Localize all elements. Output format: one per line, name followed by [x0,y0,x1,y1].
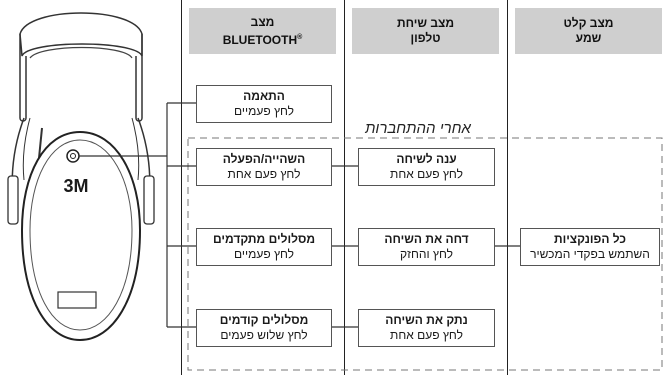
column-divider [344,0,345,375]
box-reject-call: דחה את השיחה לחץ והחזק [358,228,495,266]
column-divider [507,0,508,375]
headphone-illustration [7,12,155,342]
header-bluetooth-mode: מצב BLUETOOTH® [189,8,336,54]
after-connection-label: אחרי ההתחברות [365,120,471,137]
box-next-track: מסלולים מתקדמים לחץ פעמיים [196,228,332,266]
header-audio-input-mode: מצב קלט שמע [515,8,662,54]
box-answer-call: ענה לשיחה לחץ פעם אחת [358,148,495,186]
box-end-call: נתק את השיחה לחץ פעם אחת [358,309,495,347]
box-all-functions: כל הפונקציות השתמש בפקדי המכשיר [520,228,660,266]
brand-logo: 3M [63,176,89,196]
header-phone-call-mode: מצב שיחת טלפון [352,8,499,54]
box-pairing: התאמה לחץ פעמיים [196,85,332,123]
box-previous-track: מסלולים קודמים לחץ שלוש פעמים [196,309,332,347]
box-pause-play: השהייה/הפעלה לחץ פעם אחת [196,148,332,186]
column-divider [181,0,182,375]
